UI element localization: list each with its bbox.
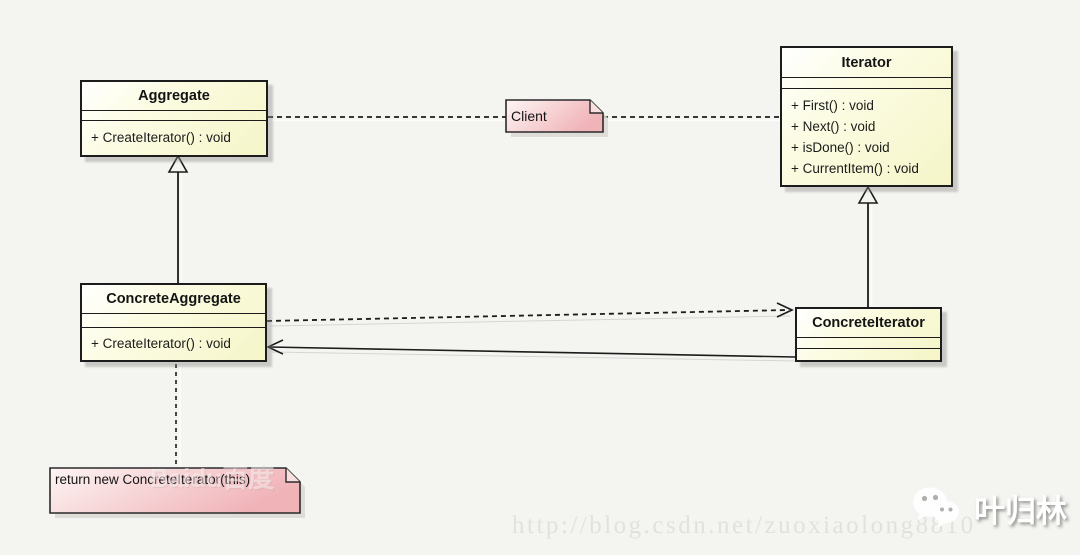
methods-section: + CreateIterator() : void xyxy=(82,121,266,155)
method: + CreateIterator() : void xyxy=(91,130,231,145)
class-aggregate[interactable]: Aggregate + CreateIterator() : void xyxy=(80,80,268,157)
method: + CurrentItem() : void xyxy=(791,161,919,176)
note-fold xyxy=(285,468,300,483)
method: + Next() : void xyxy=(791,119,876,134)
attributes-section xyxy=(782,78,951,89)
class-name: ConcreteAggregate xyxy=(82,285,265,314)
brand-name: 叶归林 xyxy=(974,493,1067,529)
note-client[interactable]: Client xyxy=(505,99,610,140)
bubble-tail xyxy=(937,521,946,528)
association-concreteiterator-concreteaggregate[interactable] xyxy=(266,339,796,358)
class-name: ConcreteIterator xyxy=(797,309,940,338)
generalization-concreteaggregate-aggregate[interactable] xyxy=(167,154,189,283)
dependency-concreteaggregate-concreteiterator[interactable] xyxy=(266,302,794,322)
class-concrete-aggregate[interactable]: ConcreteAggregate + CreateIterator() : v… xyxy=(80,283,267,362)
baidu-watermark: Baidu百度 xyxy=(150,463,275,493)
methods-section: + First() : void + Next() : void + isDon… xyxy=(782,89,951,185)
hollow-triangle-arrowhead xyxy=(167,154,189,173)
methods-section: + CreateIterator() : void xyxy=(82,328,265,360)
note-text: return new ConcreteIterator(this) xyxy=(55,472,251,487)
generalization-concreteiterator-iterator[interactable] xyxy=(857,185,879,307)
open-arrowhead xyxy=(776,302,794,318)
methods-section xyxy=(797,349,940,360)
open-arrowhead xyxy=(266,339,284,355)
bubble-tail xyxy=(917,513,927,521)
method: + First() : void xyxy=(791,98,874,113)
attributes-section xyxy=(82,111,266,121)
wechat-icon xyxy=(913,487,959,528)
url-watermark: http://blog.csdn.net/zuoxiaolong8810 xyxy=(512,512,976,539)
class-iterator[interactable]: Iterator + First() : void + Next() : voi… xyxy=(780,46,953,187)
note-shape xyxy=(49,467,305,518)
note-creation[interactable]: return new ConcreteIterator(this) xyxy=(49,467,308,521)
method: + CreateIterator() : void xyxy=(91,336,231,351)
hollow-triangle-arrowhead xyxy=(857,185,879,204)
class-name: Iterator xyxy=(782,48,951,78)
line-shadow xyxy=(270,351,796,362)
attributes-section xyxy=(797,338,940,349)
line-shadow xyxy=(270,315,791,327)
attributes-section xyxy=(82,314,265,328)
class-name: Aggregate xyxy=(82,82,266,111)
note-text: Client xyxy=(511,108,547,124)
class-concrete-iterator[interactable]: ConcreteIterator xyxy=(795,307,942,362)
note-fold xyxy=(589,100,603,114)
brand-watermark: 叶归林 xyxy=(908,483,1067,533)
note-shape xyxy=(505,99,608,137)
method: + isDone() : void xyxy=(791,140,890,155)
